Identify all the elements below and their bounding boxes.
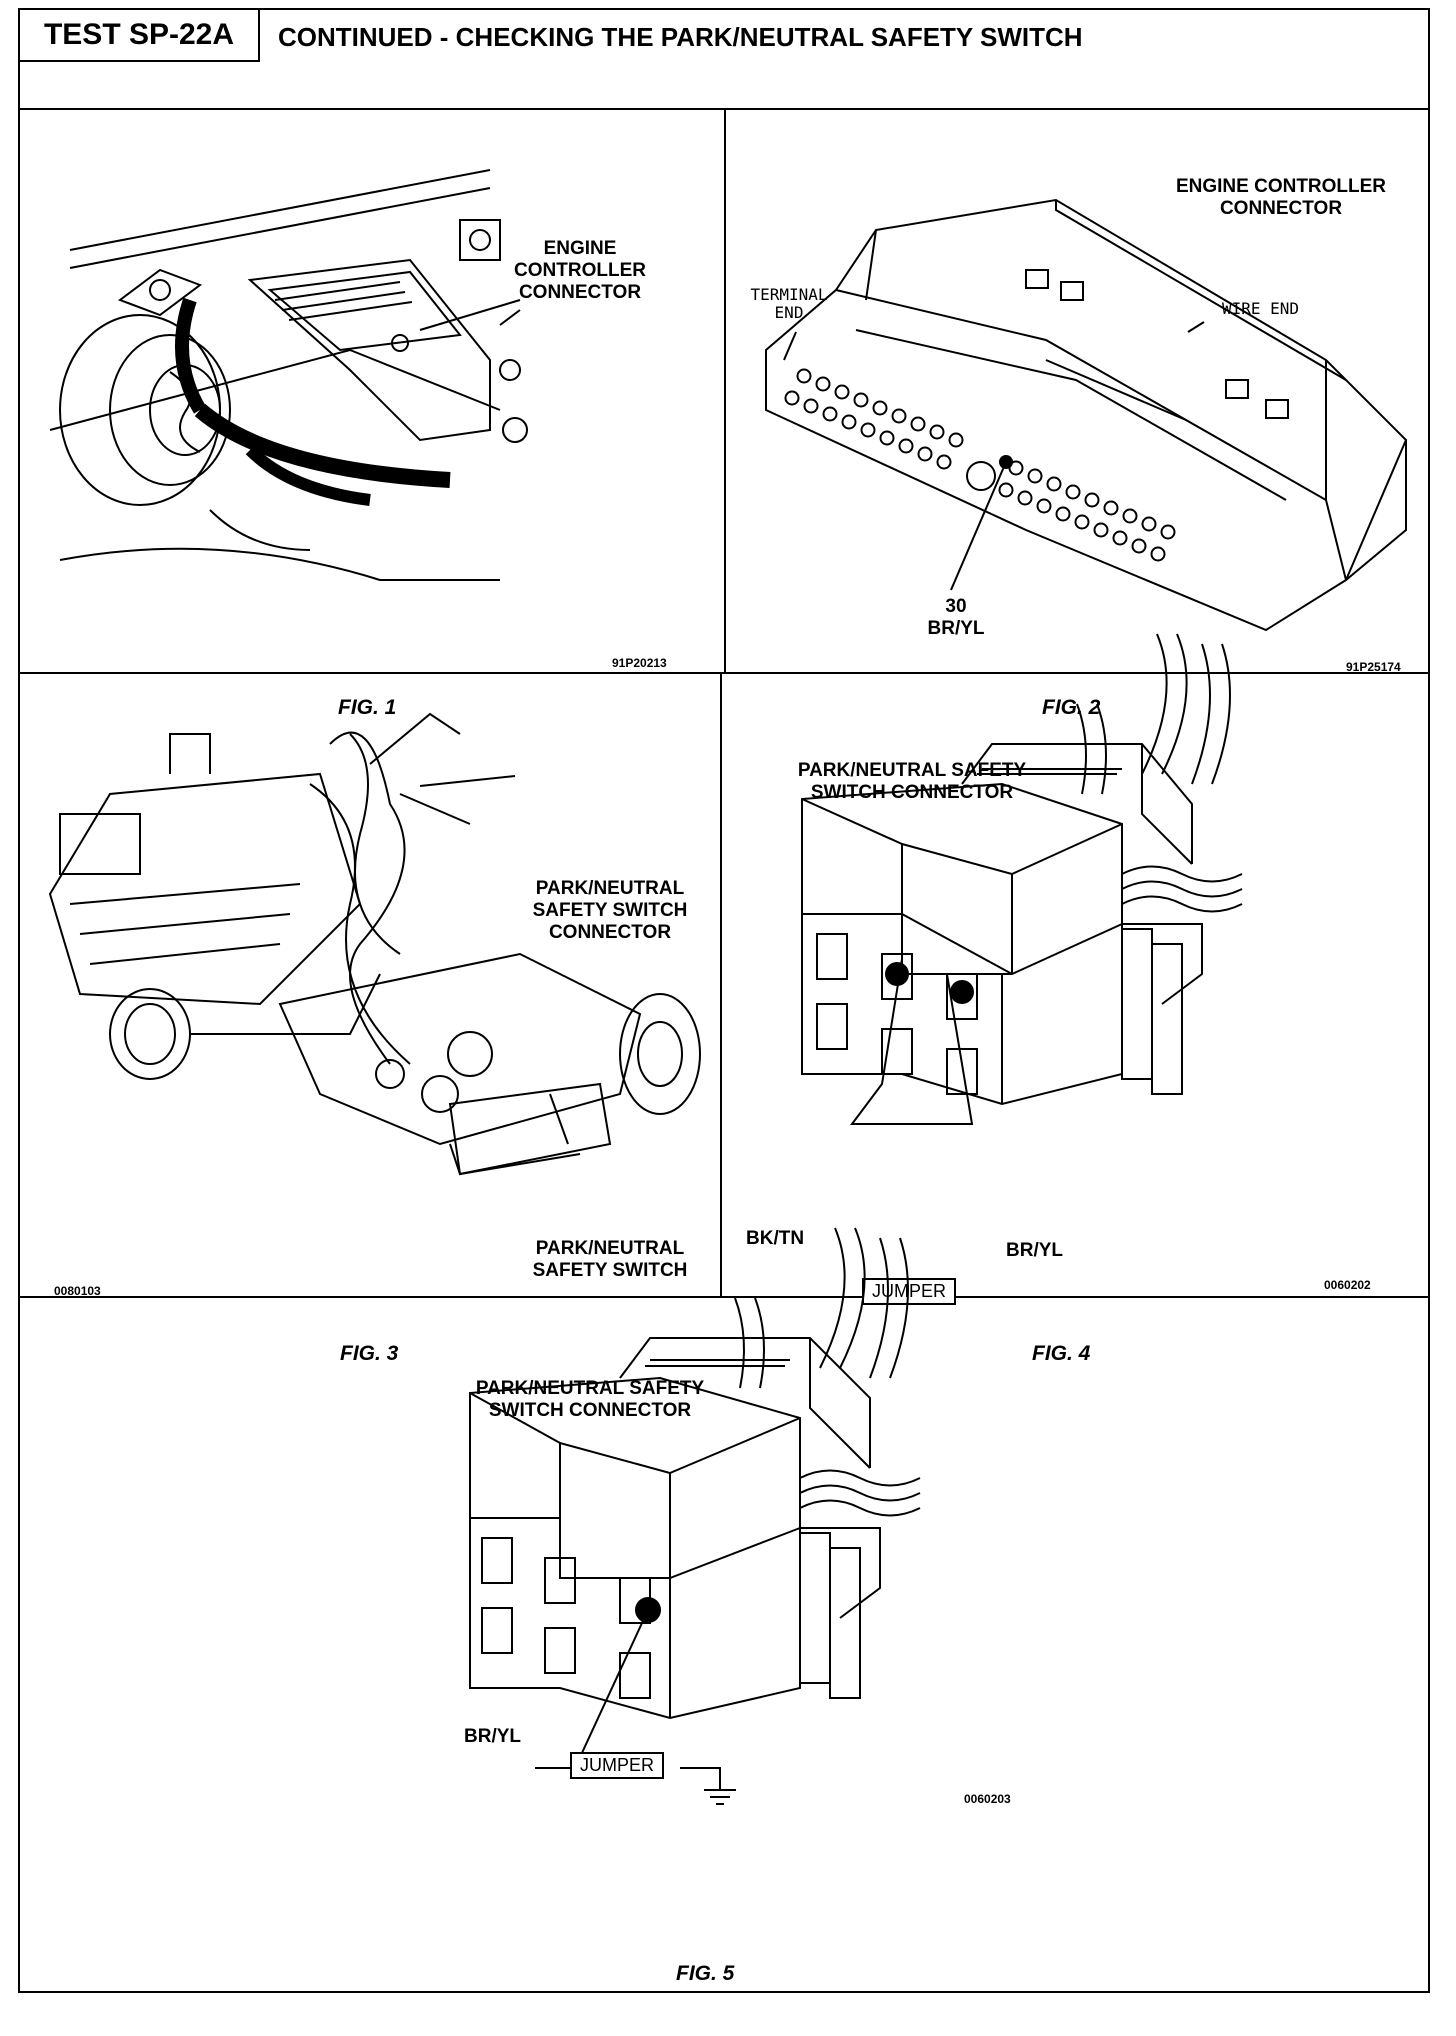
fig2-caption: FIG. 2 bbox=[1042, 696, 1101, 719]
fig2-title-line1: ENGINE CONTROLLER bbox=[1175, 176, 1387, 197]
fig1-code: 91P20213 bbox=[612, 656, 667, 670]
fig2-pin-label: 30 BR/YL bbox=[916, 596, 996, 640]
figure-1-panel: ENGINE CONTROLLER CONNECTOR 91P20213 bbox=[20, 110, 724, 672]
divider-vertical-top bbox=[724, 108, 726, 672]
fig5-code: 0060203 bbox=[964, 1792, 1011, 1806]
fig4-title: PARK/NEUTRAL SAFETY SWITCH CONNECTOR bbox=[762, 760, 1062, 804]
engine-bay-illustration bbox=[49, 169, 528, 581]
fig5-title-line1: PARK/NEUTRAL SAFETY bbox=[475, 1378, 705, 1399]
fig3-switch-line1: PARK/NEUTRAL bbox=[535, 1238, 685, 1259]
divider-horizontal-2 bbox=[20, 1296, 1428, 1298]
park-neutral-connector-ground-illustration bbox=[469, 1227, 921, 1805]
figure-3-panel: PARK/NEUTRAL SAFETY SWITCH CONNECTOR PAR… bbox=[20, 674, 720, 1298]
test-id-box: TEST SP-22A bbox=[20, 10, 260, 62]
fig2-terminal-end-label: TERMINAL END bbox=[734, 286, 844, 322]
fig5-br-yl-label: BR/YL bbox=[464, 1726, 521, 1747]
fig1-callout-line1: ENGINE bbox=[543, 238, 617, 259]
fig2-wire-end-label: WIRE END bbox=[1222, 299, 1300, 318]
fig4-br-yl-label: BR/YL bbox=[1006, 1240, 1063, 1261]
divider-vertical-middle bbox=[720, 672, 722, 1296]
fig4-caption: FIG. 4 bbox=[1032, 1342, 1091, 1365]
fig4-title-line2: SWITCH CONNECTOR bbox=[810, 782, 1014, 803]
bk-tn-terminal-marker bbox=[885, 962, 909, 986]
engine-controller-connector-illustration bbox=[765, 198, 1408, 632]
fig3-connector-line3: CONNECTOR bbox=[548, 922, 672, 943]
fig2-terminal-label-line2: END bbox=[774, 303, 804, 322]
fig5-title-line2: SWITCH CONNECTOR bbox=[488, 1400, 692, 1421]
fig1-callout-line2: CONTROLLER bbox=[514, 260, 646, 281]
fig5-title: PARK/NEUTRAL SAFETY SWITCH CONNECTOR bbox=[440, 1378, 740, 1422]
fig4-code: 0060202 bbox=[1324, 1278, 1371, 1292]
divider-horizontal-1 bbox=[20, 672, 1428, 674]
fig3-connector-line2: SAFETY SWITCH bbox=[532, 900, 688, 921]
pin-30-marker bbox=[999, 455, 1013, 469]
fig4-title-line1: PARK/NEUTRAL SAFETY bbox=[797, 760, 1027, 781]
fig2-pin-number: 30 bbox=[945, 596, 967, 617]
fig3-connector-line1: PARK/NEUTRAL bbox=[535, 878, 685, 899]
fig2-title-line2: CONNECTOR bbox=[1219, 198, 1343, 219]
fig3-code: 0080103 bbox=[54, 1284, 101, 1298]
fig1-callout-line3: CONNECTOR bbox=[518, 282, 642, 303]
fig3-callout-switch: PARK/NEUTRAL SAFETY SWITCH bbox=[520, 1238, 700, 1282]
page-header: TEST SP-22A CONTINUED - CHECKING THE PAR… bbox=[20, 10, 1428, 110]
fig3-callout-connector: PARK/NEUTRAL SAFETY SWITCH CONNECTOR bbox=[520, 878, 700, 944]
figure-2-panel: ENGINE CONTROLLER CONNECTOR TERMINAL END… bbox=[726, 110, 1428, 674]
engine-transmission-illustration bbox=[48, 712, 701, 1176]
br-yl-terminal-marker-fig5 bbox=[635, 1597, 661, 1623]
fig2-pin-color: BR/YL bbox=[927, 618, 985, 639]
fig2-code: 91P25174 bbox=[1346, 660, 1401, 674]
fig1-callout-controller: ENGINE CONTROLLER CONNECTOR bbox=[480, 238, 680, 304]
service-manual-page: TEST SP-22A CONTINUED - CHECKING THE PAR… bbox=[18, 8, 1430, 1993]
park-neutral-connector-jumper-illustration bbox=[801, 633, 1243, 1125]
page-title: CONTINUED - CHECKING THE PARK/NEUTRAL SA… bbox=[278, 22, 1083, 52]
fig5-jumper-box: JUMPER bbox=[570, 1752, 665, 1779]
fig3-caption: FIG. 3 bbox=[340, 1342, 399, 1365]
fig3-switch-line2: SAFETY SWITCH bbox=[532, 1260, 688, 1281]
fig1-caption: FIG. 1 bbox=[338, 696, 397, 719]
fig4-bk-tn-label: BK/TN bbox=[746, 1228, 805, 1249]
fig2-title: ENGINE CONTROLLER CONNECTOR bbox=[1146, 176, 1416, 220]
br-yl-terminal-marker bbox=[950, 980, 974, 1004]
figure-4-panel: PARK/NEUTRAL SAFETY SWITCH CONNECTOR BK/… bbox=[722, 633, 1428, 1305]
figure-5-panel: PARK/NEUTRAL SAFETY SWITCH CONNECTOR BR/… bbox=[20, 1227, 1428, 1995]
fig2-terminal-label-line1: TERMINAL bbox=[750, 285, 828, 304]
fig5-caption: FIG. 5 bbox=[676, 1962, 735, 1985]
fig4-jumper-box: JUMPER bbox=[862, 1278, 957, 1305]
